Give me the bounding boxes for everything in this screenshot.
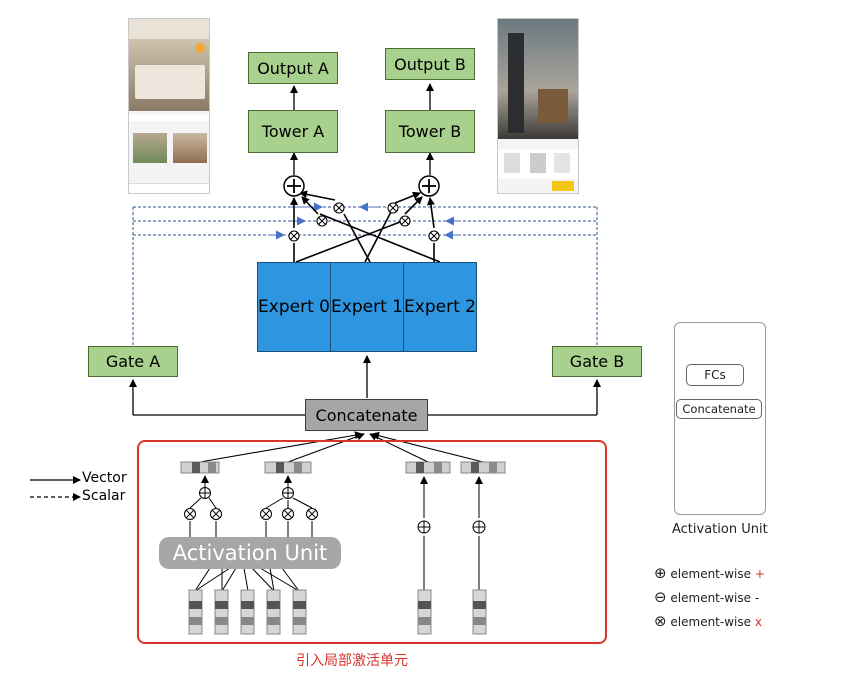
feature-vectors-top (180, 461, 506, 474)
app-screenshot-left (128, 18, 210, 194)
expert-0-box: Expert 0 (257, 262, 331, 352)
app-screenshot-right (497, 18, 579, 194)
activation-unit-caption: Activation Unit (672, 522, 768, 537)
gate-b-label: Gate B (569, 352, 625, 371)
concatenate-box: Concatenate (305, 399, 428, 431)
output-b-box: Output B (385, 48, 475, 80)
op-legend-add-text: element-wise (670, 567, 752, 581)
fcs-label: FCs (704, 368, 726, 382)
gate-a-label: Gate A (105, 352, 161, 371)
circle-plus-icon: ⊕ (654, 564, 667, 582)
concatenate-label: Concatenate (315, 405, 418, 425)
op-legend-subtract: ⊖ element-wise - (654, 588, 759, 606)
op-legend-multiply-text: element-wise (670, 615, 752, 629)
feature-vectors-vertical (188, 589, 487, 635)
op-legend-add: ⊕ element-wise + (654, 564, 765, 582)
side-concatenate-label: Concatenate (682, 402, 756, 416)
tower-b-label: Tower B (398, 122, 462, 141)
circle-times-icon: ⊗ (654, 612, 667, 630)
tower-b-box: Tower B (385, 110, 475, 153)
gate-b-box: Gate B (552, 346, 642, 377)
activation-unit-label: Activation Unit (172, 541, 328, 565)
output-a-box: Output A (248, 52, 338, 84)
tower-a-label: Tower A (261, 122, 325, 141)
op-legend-multiply: ⊗ element-wise x (654, 612, 762, 630)
sum-symbols (283, 175, 440, 197)
op-legend-subtract-text: element-wise (670, 591, 752, 605)
activation-unit-box: Activation Unit (159, 537, 341, 569)
expert-1-box: Expert 1 (330, 262, 404, 352)
expert-2-box: Expert 2 (403, 262, 477, 352)
local-activation-caption: 引入局部激活单元 (296, 653, 408, 669)
output-b-label: Output B (394, 54, 466, 74)
fcs-box: FCs (686, 364, 744, 386)
scalar-legend-label: Scalar (82, 488, 126, 504)
line-style-legend (30, 476, 81, 501)
gate-a-box: Gate A (88, 346, 178, 377)
expert-1-label: Expert 1 (331, 297, 403, 317)
expert-0-label: Expert 0 (258, 297, 330, 317)
op-legend-subtract-op: - (754, 591, 760, 605)
expert-2-label: Expert 2 (404, 297, 476, 317)
circle-minus-icon: ⊖ (654, 588, 667, 606)
op-legend-multiply-op: x (754, 615, 762, 629)
tower-a-box: Tower A (248, 110, 338, 153)
op-legend-add-op: + (754, 567, 765, 581)
output-a-label: Output A (257, 58, 329, 78)
side-concatenate-box: Concatenate (676, 399, 762, 419)
vector-legend-label: Vector (82, 470, 127, 486)
local-activation-frame (137, 440, 607, 644)
